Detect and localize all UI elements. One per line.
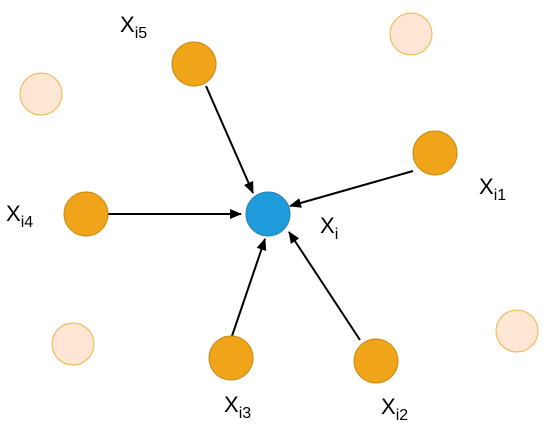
label-xi3-base: X: [224, 392, 239, 417]
label-xi3-sub: i3: [239, 405, 252, 422]
edges: [108, 85, 414, 341]
node-xi2: [353, 338, 399, 384]
label-xi5: Xi5: [120, 12, 147, 42]
background-node: [19, 72, 63, 116]
label-xi5-sub: i5: [135, 25, 148, 42]
label-xi2: Xi2: [381, 394, 408, 424]
edge-xi5-to-xi: [205, 85, 254, 194]
background-node: [51, 322, 95, 366]
node-xi4: [63, 191, 109, 237]
label-xi2-sub: i2: [396, 407, 409, 424]
background-nodes: [19, 12, 539, 366]
label-xi3: Xi3: [224, 392, 251, 422]
node-xi-center: [245, 191, 291, 237]
background-node: [389, 12, 433, 56]
label-xi1: Xi1: [479, 174, 506, 204]
neighbor-nodes: [63, 41, 458, 384]
edge-xi2-to-xi: [288, 231, 361, 341]
edge-xi3-to-xi: [231, 238, 267, 337]
edge-xi1-to-xi: [289, 170, 414, 208]
label-xi4: Xi4: [6, 201, 33, 231]
label-xi-center: Xi: [320, 213, 338, 243]
label-xi4-base: X: [6, 201, 21, 226]
node-labels: Xi5 Xi1 Xi4 Xi3 Xi2 Xi: [6, 12, 506, 424]
node-xi1: [412, 130, 458, 176]
node-xi3: [208, 335, 254, 381]
label-xi4-sub: i4: [21, 214, 34, 231]
label-xi5-base: X: [120, 12, 135, 37]
label-xi-center-sub: i: [335, 226, 339, 243]
label-xi-center-base: X: [320, 213, 335, 238]
label-xi1-base: X: [479, 174, 494, 199]
label-xi1-sub: i1: [494, 187, 507, 204]
node-xi5: [171, 41, 217, 87]
label-xi2-base: X: [381, 394, 396, 419]
background-node: [495, 309, 539, 353]
